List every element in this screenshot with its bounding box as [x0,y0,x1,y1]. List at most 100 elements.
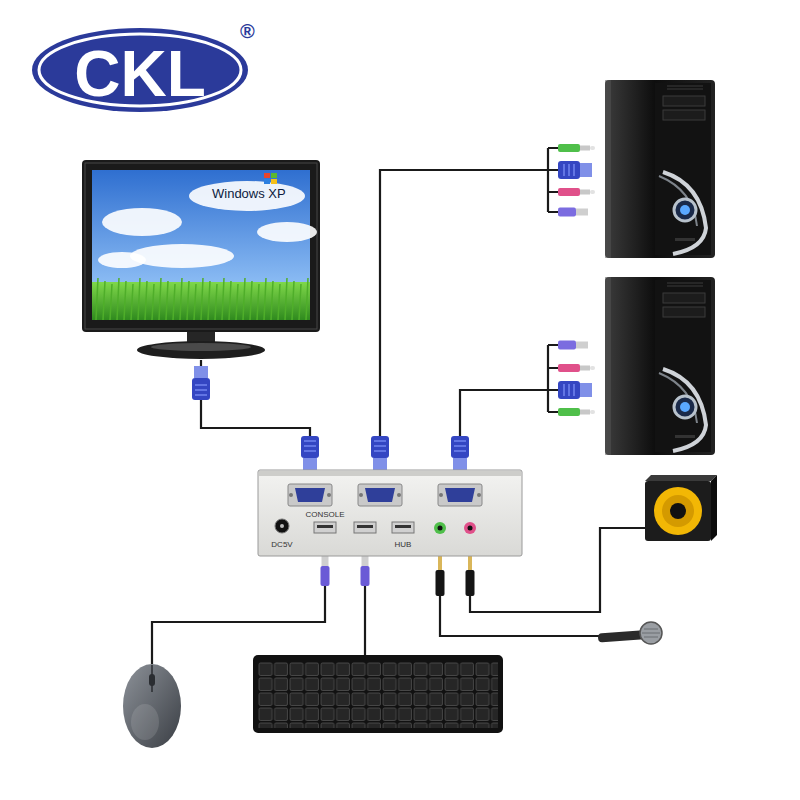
vga-port [438,484,482,506]
usb-port [357,525,373,528]
cable [548,345,558,412]
vga-screw [327,493,331,497]
windows-flag [264,173,270,178]
windows-flag [271,173,277,178]
logo-ellipse: CKL ® [30,20,266,116]
audio-jack [434,522,446,534]
mouse-icon [123,664,181,748]
vga-plug [192,366,210,400]
mouse-icon [123,664,181,748]
grass [96,278,98,320]
audio-plug [558,144,595,152]
kvm-switch-outline [258,470,522,556]
port-label: DC5V [271,540,292,549]
grass [229,281,231,320]
grass [285,278,287,320]
audio-plug [466,556,475,596]
grass [306,278,308,320]
usb-plug [361,556,370,586]
vga-screw [439,493,443,497]
computer-tower [605,80,715,258]
audio-plug [558,408,595,416]
speaker-icon [645,481,711,541]
monitor-stand [137,341,265,359]
grass [173,284,175,320]
vga-screw [359,493,363,497]
usb-port [354,522,376,533]
audio-plug [436,556,445,596]
vga-port [365,488,395,502]
switch-housing [258,470,522,556]
grass [110,284,112,320]
grass [292,281,294,320]
cable [364,586,366,656]
speaker-icon [670,503,686,519]
monitor-bezel [85,163,317,329]
usb-port [392,522,414,533]
grass [208,281,210,320]
monitor-screen [92,170,310,320]
vga-plug [558,381,592,399]
grass [166,281,168,320]
monitor: Windows XP [82,160,320,360]
vga-plug [558,161,592,179]
windows-flag [271,179,277,184]
grass [159,278,161,320]
mouse-icon [149,674,155,686]
kvm-switch: CONSOLEDC5VHUB [258,470,522,556]
vga-port [295,488,325,502]
trademark-symbol: ® [240,20,255,43]
grass [278,284,280,320]
grass [264,278,266,320]
grass [243,278,245,320]
grass [236,284,238,320]
audio-plug [558,188,595,196]
grass [187,281,189,320]
grass [180,278,182,320]
cable [460,390,558,436]
microphone-icon [598,622,662,644]
cable [201,360,310,470]
grass [145,281,147,320]
logo-text: CKL [74,38,206,112]
cloud [257,222,317,242]
vga-port [358,484,402,506]
microphone-icon [642,629,660,637]
windows-flag [264,179,270,184]
dc-jack [275,519,289,533]
cloud [130,244,234,268]
cloud [189,181,305,211]
usb-port [314,522,336,533]
grass [152,284,154,320]
grass [194,284,196,320]
grass [271,281,273,320]
cloud [98,252,146,268]
keyboard-icon [253,655,503,733]
computer-tower [605,277,715,455]
vga-screw [477,493,481,497]
cable [440,596,602,636]
keyboard-icon [258,662,498,728]
usb-port [317,525,333,528]
grass [201,278,203,320]
mouse-icon [131,704,159,740]
vga-port [288,484,332,506]
monitor-bezel [82,160,320,332]
vga-port [445,488,475,502]
monitor-stand [151,343,251,351]
microphone-icon [598,630,645,642]
dc-jack [280,524,284,528]
speaker-icon [662,495,694,527]
speaker-icon [654,487,702,535]
microphone-icon [640,622,662,644]
switch-housing [259,471,521,476]
grass [299,284,301,320]
audio-jack [438,526,443,531]
grass [103,281,105,320]
keyboard-icon [253,655,503,733]
usb-plug [558,341,588,350]
usb-plug [321,556,330,586]
vga-screw [289,493,293,497]
